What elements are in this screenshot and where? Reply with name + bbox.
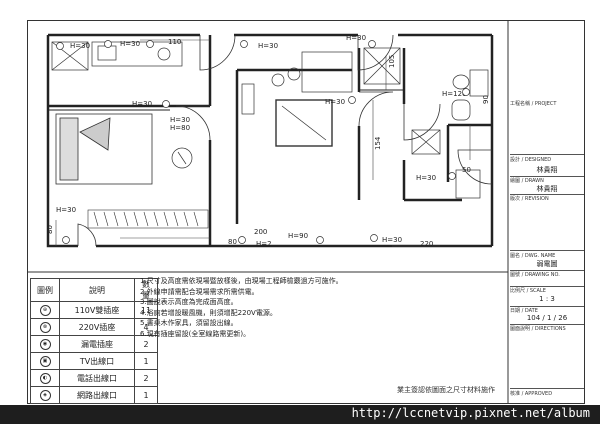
date-label: 日期 / DATE xyxy=(510,308,538,314)
height-label: H=30 xyxy=(70,42,90,50)
dim-154: 154 xyxy=(374,136,382,150)
living-furniture xyxy=(171,51,353,169)
legend-table: 圖例 說明 數量 ⊕ 110V雙插座 11 ⊗ 220V插座 4 ◉ 漏電插座 … xyxy=(30,278,158,404)
legend-row: ▣ TV出線口 1 xyxy=(30,352,158,370)
height-label: H=30 xyxy=(56,206,76,214)
drawing-no-label: 圖號 / DRAWING NO. xyxy=(510,272,560,278)
watermark-url[interactable]: http://lccnetvip.pixnet.net/album xyxy=(351,406,590,420)
note-item: 2.外線申請需配合現場需求所需供電。 xyxy=(140,287,259,296)
dim-80-vertical: 80 xyxy=(46,225,54,234)
dwg-name-value: 弱電圖 xyxy=(536,260,558,268)
walls xyxy=(46,33,494,248)
height-label: H=30 xyxy=(382,236,402,244)
double-outlet-110v-icon: ⊕ xyxy=(39,304,51,316)
divider xyxy=(510,270,584,271)
divider xyxy=(510,154,584,155)
designed-label: 設計 / DESIGNED xyxy=(510,157,552,163)
phone-outlet-icon: ◐ xyxy=(39,372,51,384)
legend-row: ◐ 電話出線口 2 xyxy=(30,369,158,387)
dim-110: 110 xyxy=(168,38,181,46)
divider xyxy=(510,324,584,325)
tv-outlet-icon: ▣ xyxy=(39,355,51,367)
legend-desc: 漏電插座 xyxy=(59,335,135,353)
project-label: 工程名稱 / PROJECT xyxy=(510,101,557,107)
door-swings xyxy=(77,34,493,247)
divider xyxy=(510,306,584,307)
outlet-220v-icon: ⊗ xyxy=(39,321,51,333)
height-label: H=90 xyxy=(288,232,308,240)
note-item: 6.現有插座留設(全室線路需更新)。 xyxy=(140,329,251,338)
outlet-symbols xyxy=(56,40,470,244)
height-label: H=30 xyxy=(416,174,436,182)
legend-header: 圖例 說明 數量 xyxy=(30,278,158,302)
height-label: H=30 xyxy=(325,98,345,106)
date-value: 104 / 1 / 26 xyxy=(526,314,568,322)
divider xyxy=(510,286,584,287)
dwg-name-label: 圖名 / DWG. NAME xyxy=(510,253,556,259)
height-label: H=2 xyxy=(256,240,272,248)
divider xyxy=(510,388,584,389)
legend-header-symbol: 圖例 xyxy=(30,278,60,302)
height-label: H=30 xyxy=(170,116,190,124)
drawn-value: 林貴翔 xyxy=(536,185,558,193)
legend-header-desc: 說明 xyxy=(59,278,135,302)
legend-qty: 1 xyxy=(134,352,158,370)
revision-label: 版次 / REVISION xyxy=(510,196,549,202)
height-label: H=30 xyxy=(120,40,140,48)
bathroom-fixtures xyxy=(363,47,489,199)
height-label: H=30 xyxy=(258,42,278,50)
gfci-outlet-icon: ◉ xyxy=(39,338,51,350)
height-label: H=30 xyxy=(346,34,366,42)
height-label: H=80 xyxy=(170,124,190,132)
legend-row: ◈ 網路出線口 1 xyxy=(30,386,158,404)
legend-desc: TV出線口 xyxy=(59,352,135,370)
legend-row: ⊗ 220V插座 4 xyxy=(30,318,158,336)
legend-desc: 220V插座 xyxy=(59,318,135,336)
scale-value: 1 : 3 xyxy=(539,295,555,303)
legend-desc: 電話出線口 xyxy=(59,369,135,387)
legend-row: ⊕ 110V雙插座 11 xyxy=(30,301,158,319)
scale-label: 比例尺 / SCALE xyxy=(510,288,546,294)
network-outlet-icon: ◈ xyxy=(39,389,51,401)
note-item: 5.書桌木作家具，須留設出線。 xyxy=(140,319,238,327)
dim-105: 105 xyxy=(388,55,396,68)
legend-desc: 網路出線口 xyxy=(59,386,135,404)
dim-220: 220 xyxy=(420,240,433,248)
designed-value: 林貴翔 xyxy=(536,166,558,174)
dim-90: 90 xyxy=(482,95,490,104)
dim-200: 200 xyxy=(254,228,267,236)
notes-list: 1.尺寸及高度需依現場暨放樣後，由現場工程師檢覈過方可施作。 2.外線申請需配合… xyxy=(140,276,390,339)
owner-approval-note: 業主簽認依圖面之尺寸材料施作 xyxy=(397,386,495,394)
divider xyxy=(510,176,584,177)
legend-qty: 2 xyxy=(134,369,158,387)
height-label: H=30 xyxy=(132,100,152,108)
dim-50: 50 xyxy=(462,166,471,174)
bottom-bar: http://lccnetvip.pixnet.net/album xyxy=(0,405,600,424)
divider xyxy=(510,194,584,195)
height-label: H=120 xyxy=(442,90,467,98)
divider xyxy=(510,250,584,251)
drawn-label: 繪圖 / DRAWN xyxy=(510,178,544,184)
legend-qty: 1 xyxy=(134,386,158,404)
legend-header-qty: 數量 xyxy=(134,278,158,302)
wardrobe xyxy=(87,209,209,229)
directions-label: 圖面說明 / DIRECTIONS xyxy=(510,326,566,332)
approved-label: 核准 / APPROVED xyxy=(510,391,553,397)
note-item: 1.尺寸及高度需依現場暨放樣後，由現場工程師檢覈過方可施作。 xyxy=(140,277,343,285)
legend-desc: 110V雙插座 xyxy=(59,301,135,319)
dim-80: 80 xyxy=(228,238,237,246)
note-item: 3.圖說表示高度為完成面高度。 xyxy=(140,298,238,306)
note-item: 4.浴廁若增設暖風機，則須增配220V電源。 xyxy=(140,308,277,317)
drawing-sheet xyxy=(27,20,585,404)
bed xyxy=(55,113,153,185)
legend-row: ◉ 漏電插座 2 xyxy=(30,335,158,353)
